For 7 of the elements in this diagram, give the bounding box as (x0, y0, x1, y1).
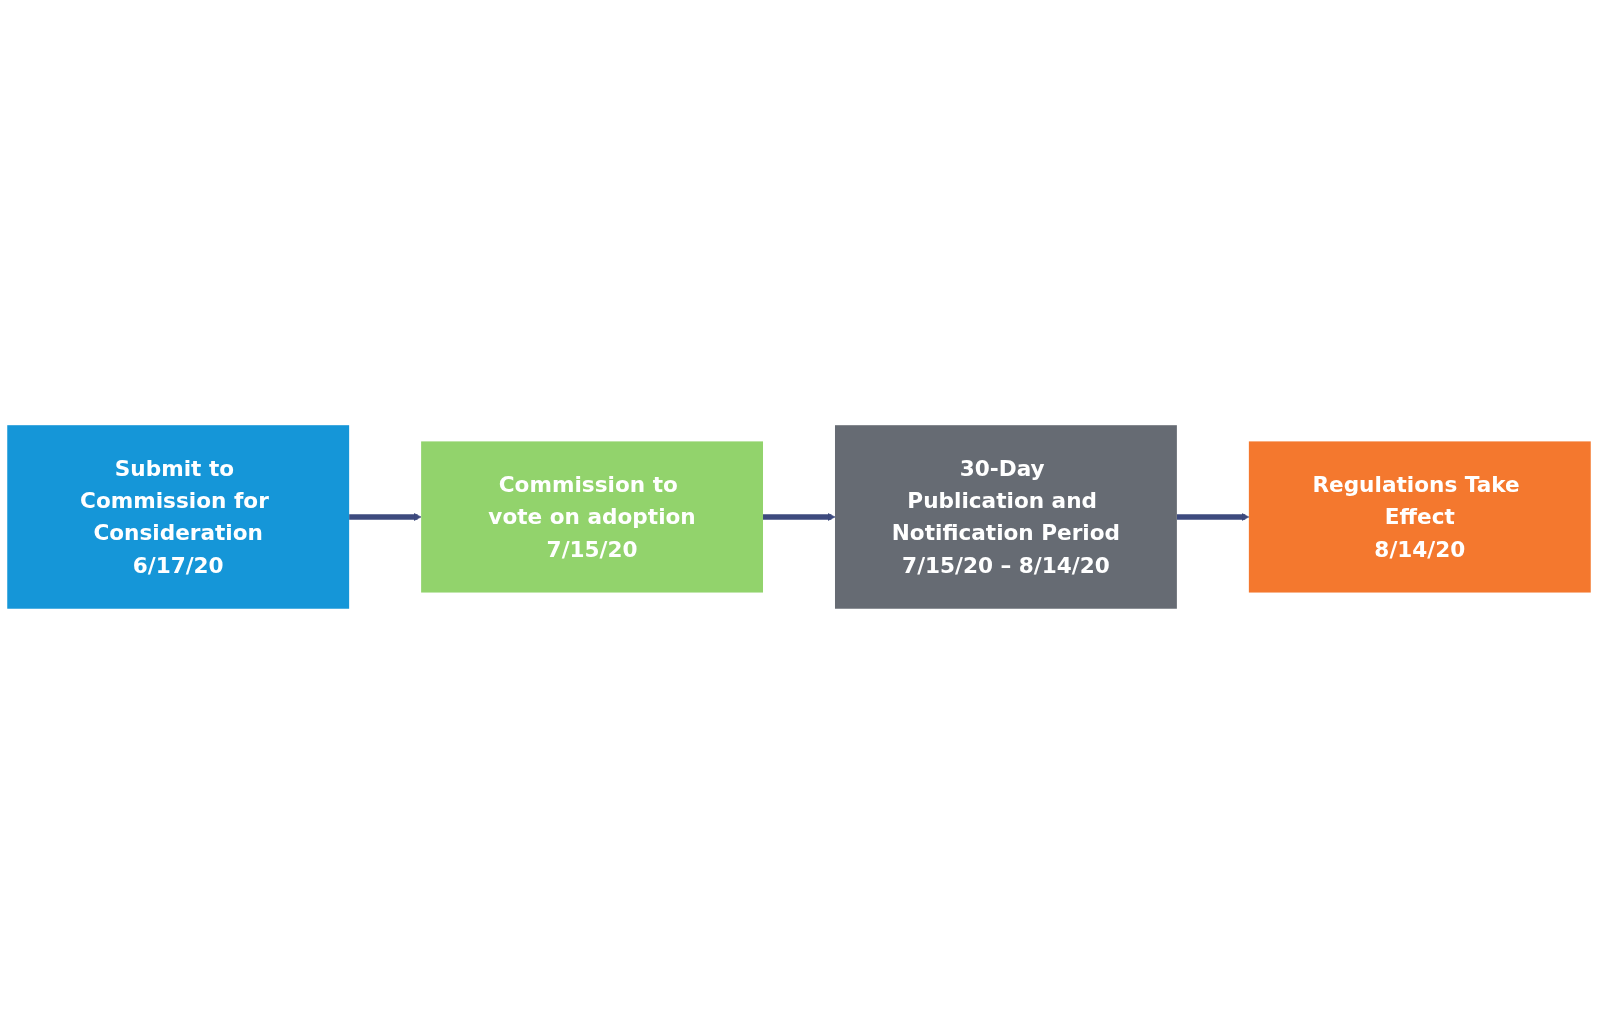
arrow (1176, 512, 1250, 521)
node-box: Commission to vote on adoption 7/15/20 (421, 440, 763, 593)
node-box: 30-Day Publication and Notification Period 7/15/20 – 8/14/20 (835, 424, 1177, 609)
node-box: Regulations Take Effect 8/14/20 (1248, 440, 1591, 593)
arrow (349, 512, 422, 521)
arrow (763, 512, 836, 521)
node-box: Submit to Commission for Consideration 6/17/20 (7, 424, 350, 609)
